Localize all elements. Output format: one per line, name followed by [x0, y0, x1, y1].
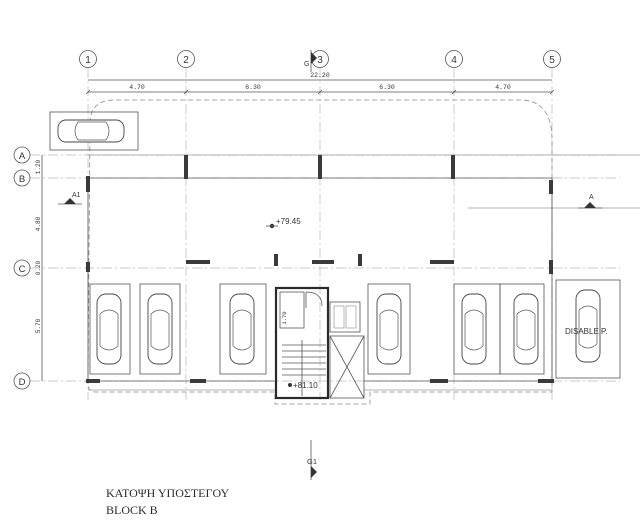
- top-dimensions: 22.20 4.70 6.30 6.30 4.70: [85, 72, 555, 95]
- grid-bubble-B: B: [13, 169, 31, 187]
- svg-text:A1: A1: [72, 192, 81, 199]
- svg-text:G1: G1: [307, 457, 317, 466]
- section-mark-right: A: [578, 194, 602, 209]
- overall-dimension: 22.20: [310, 72, 330, 79]
- grid-bubble-C: C: [13, 259, 31, 277]
- svg-text:G: G: [304, 61, 309, 68]
- section-mark-bottom: G1: [307, 440, 317, 480]
- parking-bays: [89, 283, 545, 375]
- plan-subtitle: BLOCK B: [106, 503, 158, 517]
- row-dimension: 0.20: [35, 260, 42, 275]
- site-boundary: [87, 99, 553, 405]
- span-dimension: 6.30: [379, 84, 395, 91]
- svg-text:5: 5: [549, 55, 555, 66]
- car-icon: [453, 283, 501, 375]
- svg-text:+81.10: +81.10: [293, 381, 318, 390]
- svg-text:B: B: [19, 174, 25, 185]
- svg-text:4: 4: [451, 55, 457, 66]
- svg-text:+79.45: +79.45: [276, 217, 301, 226]
- span-dimension: 6.30: [245, 84, 261, 91]
- disabled-parking-bay: DISABLE P.: [555, 279, 621, 379]
- svg-text:A: A: [19, 151, 26, 162]
- grid-bubble-1: 1: [79, 50, 97, 68]
- grid-bubble-4: 4: [445, 50, 463, 68]
- span-dimension: 4.70: [495, 84, 511, 91]
- lift-shaft: [329, 301, 365, 399]
- svg-text:A: A: [589, 194, 594, 201]
- level-marker-lower: +81.10: [288, 381, 318, 390]
- svg-text:2: 2: [183, 55, 189, 66]
- grid-bubble-5: 5: [543, 50, 561, 68]
- stair-core: 1.70: [274, 286, 330, 400]
- car-icon: [139, 283, 181, 375]
- car-icon: [49, 111, 139, 151]
- svg-text:D: D: [19, 377, 26, 388]
- svg-text:C: C: [19, 264, 26, 275]
- section-mark-top: G: [304, 50, 317, 72]
- span-dimension: 4.70: [129, 84, 145, 91]
- svg-text:3: 3: [317, 55, 323, 66]
- car-icon: [367, 283, 411, 375]
- car-icon: [499, 283, 545, 375]
- section-mark-left: A1: [58, 192, 82, 205]
- plan-title: ΚΑΤΟΨΗ ΥΠΟΣΤΕΓΟΥ: [106, 486, 230, 500]
- stair-dimension: 1.70: [281, 311, 288, 324]
- grid-bubble-A: A: [13, 146, 31, 164]
- row-dimension: 4.80: [35, 216, 42, 231]
- level-marker-upper: +79.45: [266, 217, 301, 229]
- disabled-label: DISABLE P.: [565, 327, 608, 336]
- row-dimension: 5.70: [35, 318, 42, 333]
- left-dimensions: 1.20 4.80 0.20 5.70: [35, 155, 43, 381]
- row-dimension: 1.20: [35, 159, 42, 174]
- grid-bubble-2: 2: [177, 50, 195, 68]
- grid-bubble-D: D: [13, 372, 31, 390]
- svg-text:1: 1: [85, 55, 91, 66]
- car-icon: [219, 283, 267, 375]
- columns: [86, 155, 554, 383]
- car-icon: [89, 283, 131, 375]
